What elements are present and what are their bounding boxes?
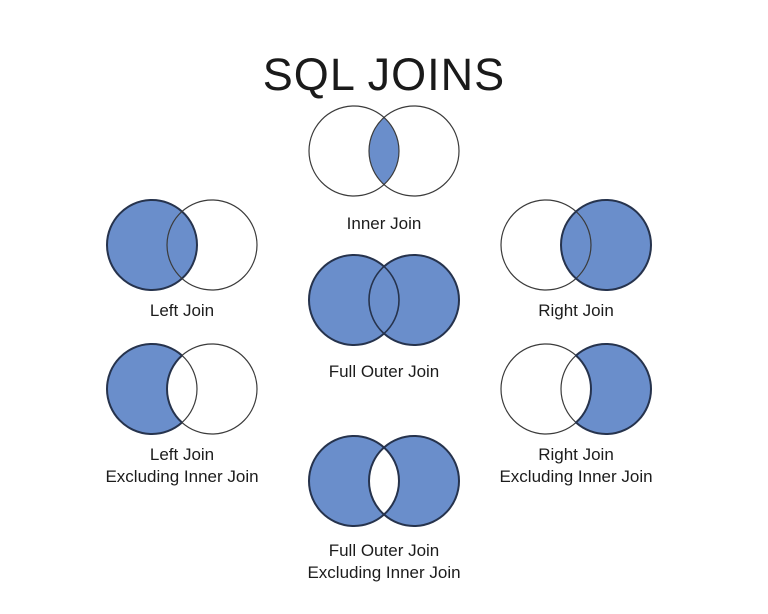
venn-label-line: Left Join <box>149 445 215 464</box>
label-full-outer-join-excluding-inner-join: Full Outer Join Excluding Inner Join <box>234 540 534 584</box>
venn-diagram-right-join-excluding-inner-join <box>499 342 653 436</box>
B-left-arc-outline <box>368 116 385 186</box>
venn-inner-join <box>307 104 461 198</box>
intersection-region <box>167 355 197 423</box>
A-right-arc-outline <box>383 446 400 516</box>
venn-svg <box>106 199 258 291</box>
venn-label-line: Full Outer Join <box>328 541 440 560</box>
A-left-arc-outline <box>106 199 183 291</box>
B-right-arc-outline <box>383 105 460 197</box>
label-left-join: Left Join <box>32 300 332 322</box>
venn-label-line: Full Outer Join <box>328 362 440 381</box>
page-title: SQL JOINS <box>262 49 506 101</box>
venn-svg <box>308 254 460 346</box>
venn-label-line: Excluding Inner Join <box>499 467 653 486</box>
venn-label-line: Left Join <box>149 301 215 320</box>
label-left-join-excluding-inner-join: Left Join Excluding Inner Join <box>32 444 332 488</box>
B-right-arc-outline <box>383 254 460 346</box>
venn-diagram-full-outer-join-excluding-inner-join <box>307 434 461 528</box>
A-left-arc-outline <box>500 343 577 435</box>
A-right-arc-outline <box>383 116 400 186</box>
A-right-arc-outline <box>383 265 400 335</box>
B-left-arc-outline <box>368 446 385 516</box>
venn-svg <box>106 343 258 435</box>
venn-label-line: Right Join <box>538 301 614 320</box>
venn-diagram-inner-join <box>307 104 461 198</box>
venn-right-join <box>499 198 653 292</box>
A-right-arc-outline <box>575 354 592 424</box>
right-circle-region <box>369 255 459 345</box>
B-left-arc-outline <box>166 210 183 280</box>
B-right-arc-outline <box>181 343 258 435</box>
venn-svg <box>500 343 652 435</box>
B-right-arc-outline <box>383 435 460 527</box>
venn-diagram-left-join <box>105 198 259 292</box>
venn-label-line: Inner Join <box>346 214 422 233</box>
B-left-arc-outline <box>368 265 385 335</box>
B-left-arc-outline <box>560 354 577 424</box>
venn-full-outer-join-excluding-inner-join <box>307 434 461 528</box>
venn-label-line: Excluding Inner Join <box>307 563 461 582</box>
B-right-arc-outline <box>575 199 652 291</box>
venn-diagram-right-join <box>499 198 653 292</box>
venn-svg <box>308 105 460 197</box>
label-right-join: Right Join <box>426 300 726 322</box>
A-left-arc-outline <box>308 105 385 197</box>
venn-diagram-full-outer-join <box>307 253 461 347</box>
A-left-arc-outline <box>308 435 385 527</box>
intersection-region <box>369 447 399 515</box>
A-left-arc-outline <box>308 254 385 346</box>
A-right-arc-outline <box>181 354 198 424</box>
venn-full-outer-join <box>307 253 461 347</box>
label-full-outer-join: Full Outer Join <box>234 361 534 383</box>
B-left-arc-outline <box>166 354 183 424</box>
label-right-join-excluding-inner-join: Right Join Excluding Inner Join <box>426 444 726 488</box>
venn-left-join <box>105 198 259 292</box>
venn-right-join-excluding-inner-join <box>499 342 653 436</box>
B-right-arc-outline <box>181 199 258 291</box>
venn-label-line: Excluding Inner Join <box>105 467 259 486</box>
venn-label-line: Right Join <box>538 445 614 464</box>
venn-diagram-left-join-excluding-inner-join <box>105 342 259 436</box>
venn-svg <box>500 199 652 291</box>
label-inner-join: Inner Join <box>234 213 534 235</box>
intersection-region <box>369 117 399 185</box>
B-right-arc-outline <box>575 343 652 435</box>
A-right-arc-outline <box>181 210 198 280</box>
venn-svg <box>308 435 460 527</box>
venn-left-join-excluding-inner-join <box>105 342 259 436</box>
left-circle-region <box>107 200 197 290</box>
A-left-arc-outline <box>106 343 183 435</box>
B-left-arc-outline <box>560 210 577 280</box>
A-right-arc-outline <box>575 210 592 280</box>
right-circle-region <box>561 200 651 290</box>
A-left-arc-outline <box>500 199 577 291</box>
intersection-region <box>561 355 591 423</box>
